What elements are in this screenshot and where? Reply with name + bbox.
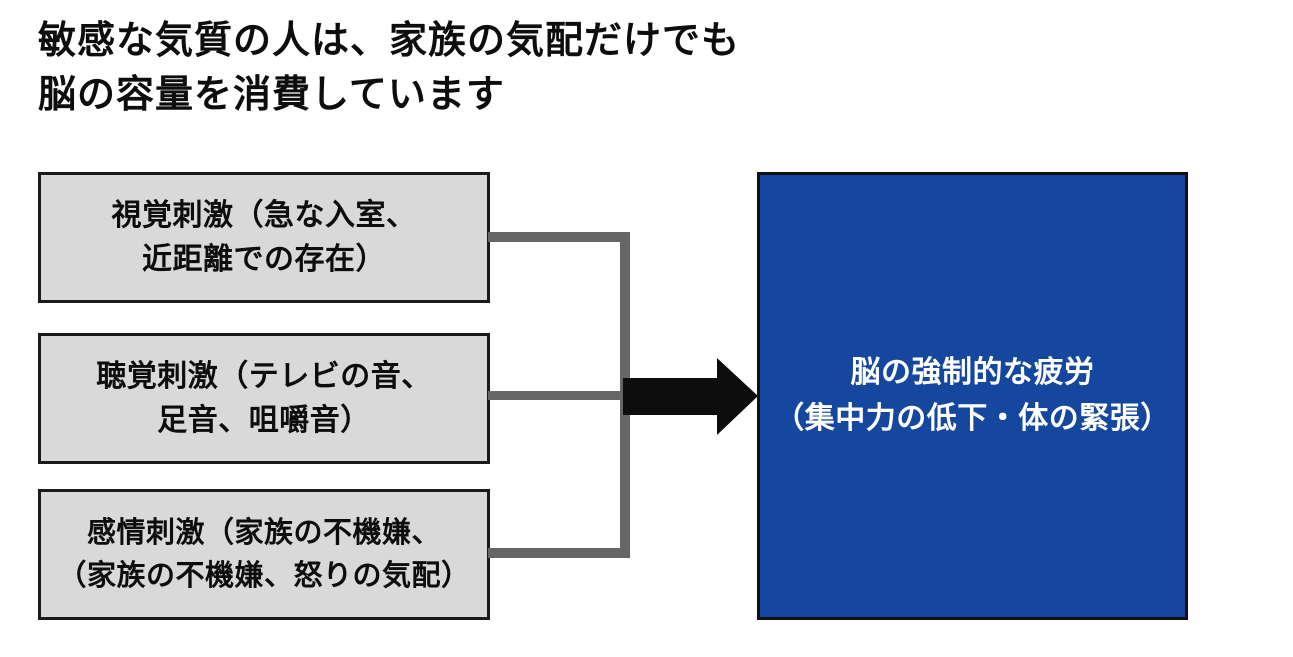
stimulus-box-auditory-line2: 足音、咀嚼音） [157, 403, 371, 437]
slide-title-line1: 敏感な気質の人は、家族の気配だけでも [38, 20, 741, 62]
result-box-brain-fatigue: 脳の強制的な疲労 （集中力の低下・体の緊張） [757, 172, 1188, 620]
result-box-line1: 脳の強制的な疲労 [850, 355, 1095, 389]
stimulus-box-visual-line2: 近距離での存在） [142, 242, 386, 276]
result-box-line2: （集中力の低下・体の緊張） [774, 402, 1171, 435]
stimulus-box-emotional-line2: （家族の不機嫌、怒りの気配） [57, 559, 471, 592]
arrow-shaft [623, 378, 718, 415]
stimulus-box-emotional-line1: 感情刺激（家族の不機嫌、 [86, 517, 441, 550]
arrow-right-icon [717, 358, 758, 435]
stimulus-box-emotional: 感情刺激（家族の不機嫌、 （家族の不機嫌、怒りの気配） [38, 489, 490, 620]
connector-line-bottom [488, 548, 628, 558]
stimulus-box-visual-line1: 視覚刺激（急な入室、 [111, 199, 417, 232]
stimulus-box-auditory-line1: 聴覚刺激（テレビの音、 [96, 360, 432, 393]
connector-line-middle [488, 391, 628, 400]
connector-line-top [488, 232, 628, 242]
slide-title-line2: 脳の容量を消費しています [38, 74, 505, 117]
stimulus-box-auditory: 聴覚刺激（テレビの音、 足音、咀嚼音） [38, 333, 490, 464]
slide-title: 敏感な気質の人は、家族の気配だけでも 脳の容量を消費しています [38, 14, 740, 123]
stimulus-box-visual: 視覚刺激（急な入室、 近距離での存在） [38, 172, 490, 303]
